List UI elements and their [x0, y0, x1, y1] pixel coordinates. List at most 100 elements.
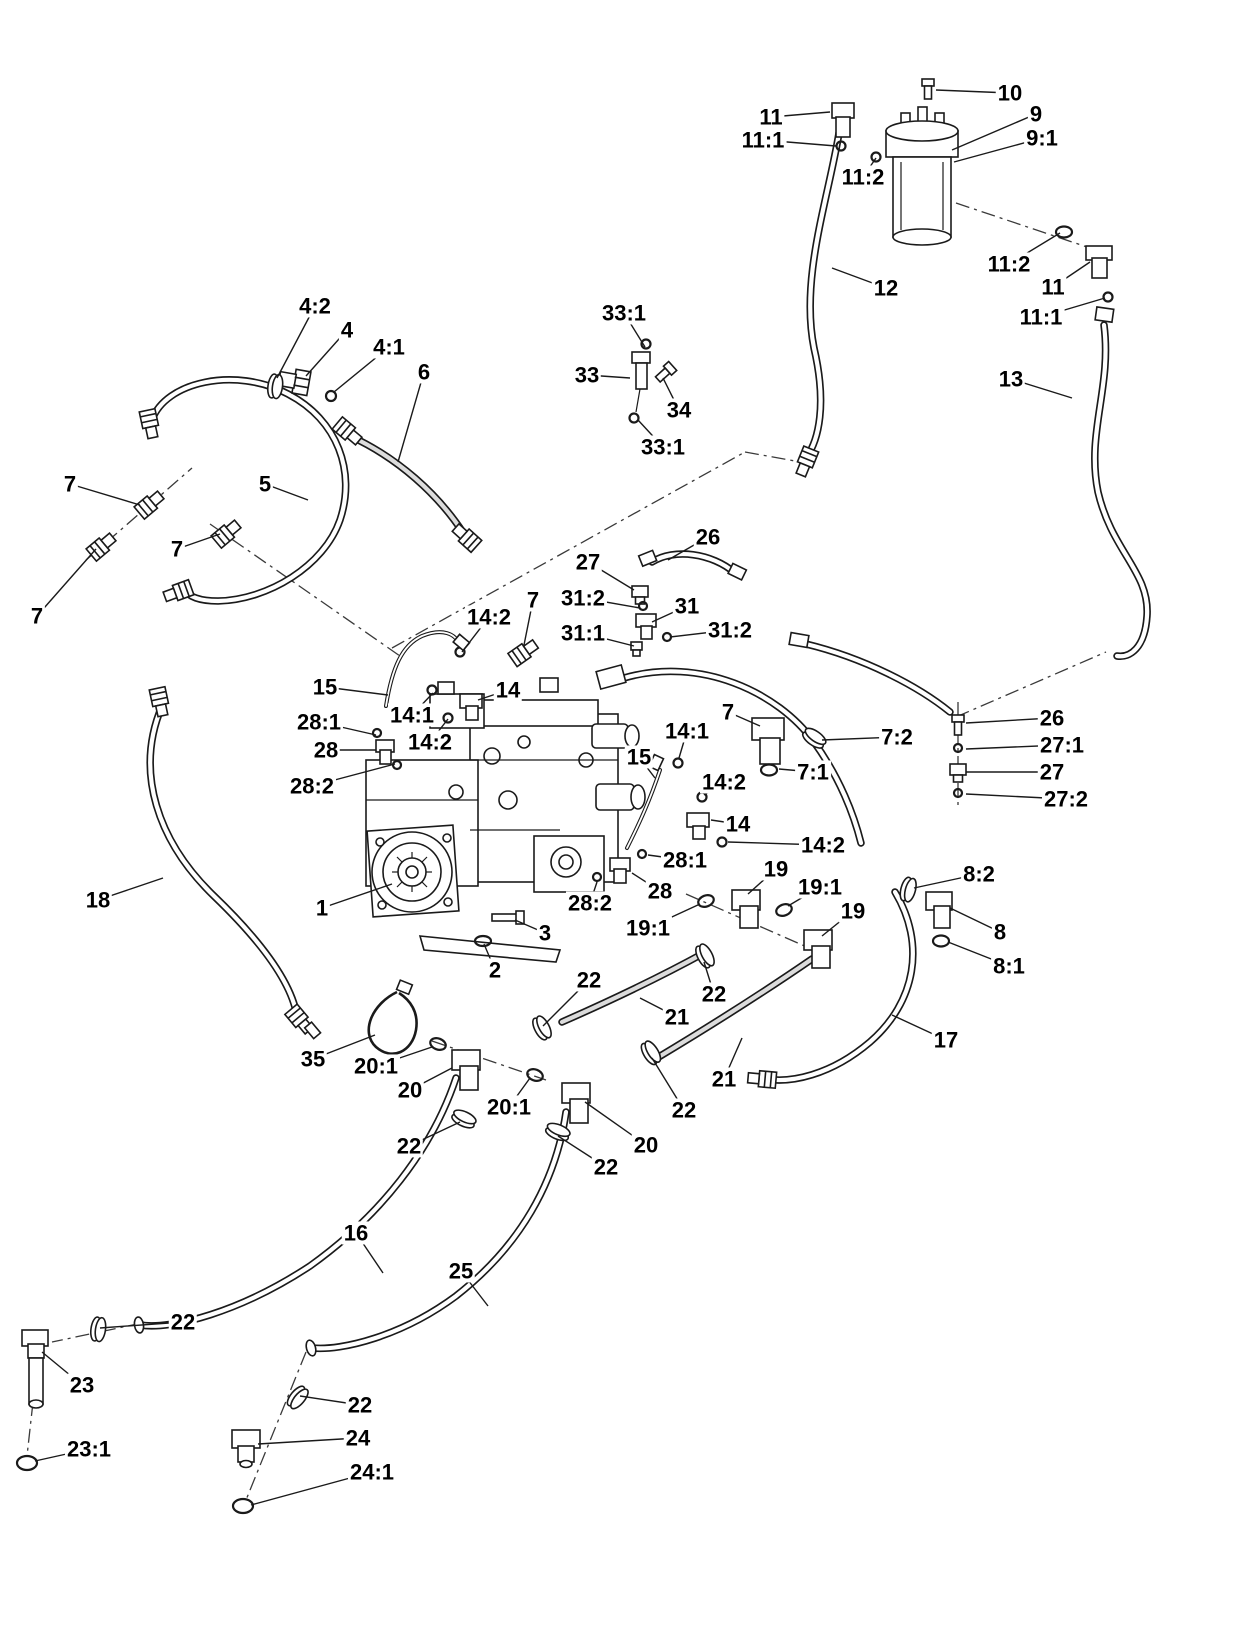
callout-9: 9	[1027, 101, 1045, 127]
callout-28-1: 28:1	[294, 709, 344, 735]
callout-23-1: 23:1	[64, 1436, 114, 1462]
fitting-31-group	[630, 549, 748, 657]
callout-11-1: 11:1	[1017, 304, 1065, 330]
callout-14-1: 14:1	[387, 702, 437, 728]
callout-33-1: 33:1	[599, 300, 649, 326]
hardware-column-26-27	[949, 714, 967, 799]
callout-11: 11	[1039, 274, 1067, 300]
callout-7: 7	[28, 603, 46, 629]
callout-24-1: 24:1	[347, 1459, 397, 1485]
bottom-left-fittings	[15, 1315, 317, 1515]
callout-33-1: 33:1	[638, 434, 688, 460]
callout-7: 7	[168, 536, 186, 562]
callout-25: 25	[446, 1258, 476, 1284]
callout-11: 11	[757, 104, 785, 130]
callout-22: 22	[699, 981, 729, 1007]
callout-16: 16	[341, 1220, 371, 1246]
callout-27-1: 27:1	[1037, 732, 1087, 758]
callout-28-2: 28:2	[287, 773, 337, 799]
oil-filter	[792, 78, 1115, 479]
callout-5: 5	[256, 471, 274, 497]
callout-27-2: 27:2	[1041, 786, 1091, 812]
callout-34: 34	[664, 397, 694, 423]
callout-11-2: 11:2	[839, 164, 887, 190]
callout-21: 21	[709, 1066, 739, 1092]
callout-19: 19	[838, 898, 868, 924]
callout-14-2: 14:2	[405, 729, 455, 755]
callout-31-1: 31:1	[558, 620, 608, 646]
callout-9-1: 9:1	[1024, 125, 1060, 151]
callout-11-2: 11:2	[985, 251, 1033, 277]
callout-23: 23	[67, 1372, 97, 1398]
callout-15: 15	[624, 744, 654, 770]
callout-27: 27	[573, 549, 603, 575]
callout-7: 7	[719, 699, 737, 725]
pump-assembly	[365, 677, 646, 963]
fitting-33-group	[628, 338, 678, 424]
hoses	[136, 129, 1151, 1353]
callout-20: 20	[395, 1077, 425, 1103]
callout-4-1: 4:1	[371, 334, 407, 360]
callout-7-2: 7:2	[879, 724, 915, 750]
callout-2: 2	[486, 957, 504, 983]
callout-26: 26	[693, 524, 723, 550]
callout-22: 22	[591, 1154, 621, 1180]
callout-4: 4	[338, 317, 356, 343]
elbow-19-8-group	[697, 875, 953, 1089]
callout-14-2: 14:2	[798, 832, 848, 858]
cable-tie-35	[367, 979, 418, 1055]
callout-28: 28	[645, 878, 675, 904]
callout-22: 22	[168, 1309, 198, 1335]
leader-lines	[34, 89, 1106, 1506]
elbow-7-group	[595, 631, 830, 777]
callout-19-1: 19:1	[623, 915, 673, 941]
callout-7: 7	[61, 471, 79, 497]
callout-35: 35	[298, 1046, 328, 1072]
callout-31-2: 31:2	[705, 617, 755, 643]
callout-26: 26	[1037, 705, 1067, 731]
callout-22: 22	[394, 1133, 424, 1159]
callout-27: 27	[1037, 759, 1067, 785]
elbow-20-group	[429, 941, 718, 1144]
callout-22: 22	[345, 1392, 375, 1418]
callout-28-1: 28:1	[660, 847, 710, 873]
callout-15: 15	[310, 674, 340, 700]
callout-24: 24	[343, 1425, 373, 1451]
callout-14-2: 14:2	[699, 769, 749, 795]
callout-14: 14	[723, 811, 753, 837]
callout-31-2: 31:2	[558, 585, 608, 611]
callout-8-2: 8:2	[961, 861, 997, 887]
callout-31: 31	[672, 593, 702, 619]
callout-14: 14	[493, 677, 523, 703]
callout-10: 10	[995, 80, 1025, 106]
callout-14-1: 14:1	[662, 718, 712, 744]
callout-4-2: 4:2	[297, 293, 333, 319]
upper-left-fittings	[85, 365, 483, 606]
callout-8-1: 8:1	[991, 953, 1027, 979]
callout-11-1: 11:1	[739, 127, 787, 153]
callout-22: 22	[574, 967, 604, 993]
callout-28-2: 28:2	[565, 890, 615, 916]
callout-7: 7	[524, 587, 542, 613]
callout-7-1: 7:1	[795, 759, 831, 785]
callout-28: 28	[311, 737, 341, 763]
callout-20: 20	[631, 1132, 661, 1158]
callout-19-1: 19:1	[795, 874, 845, 900]
callout-12: 12	[871, 275, 901, 301]
spline-teeth	[392, 852, 432, 892]
callout-17: 17	[931, 1027, 961, 1053]
callout-33: 33	[572, 362, 602, 388]
callout-22: 22	[669, 1097, 699, 1123]
callout-19: 19	[761, 856, 791, 882]
washer-2	[473, 934, 493, 948]
callout-1: 1	[313, 895, 331, 921]
callout-20-1: 20:1	[351, 1053, 401, 1079]
callout-18: 18	[83, 887, 113, 913]
callout-8: 8	[991, 919, 1009, 945]
callout-3: 3	[536, 920, 554, 946]
callout-20-1: 20:1	[484, 1094, 534, 1120]
callout-6: 6	[415, 359, 433, 385]
